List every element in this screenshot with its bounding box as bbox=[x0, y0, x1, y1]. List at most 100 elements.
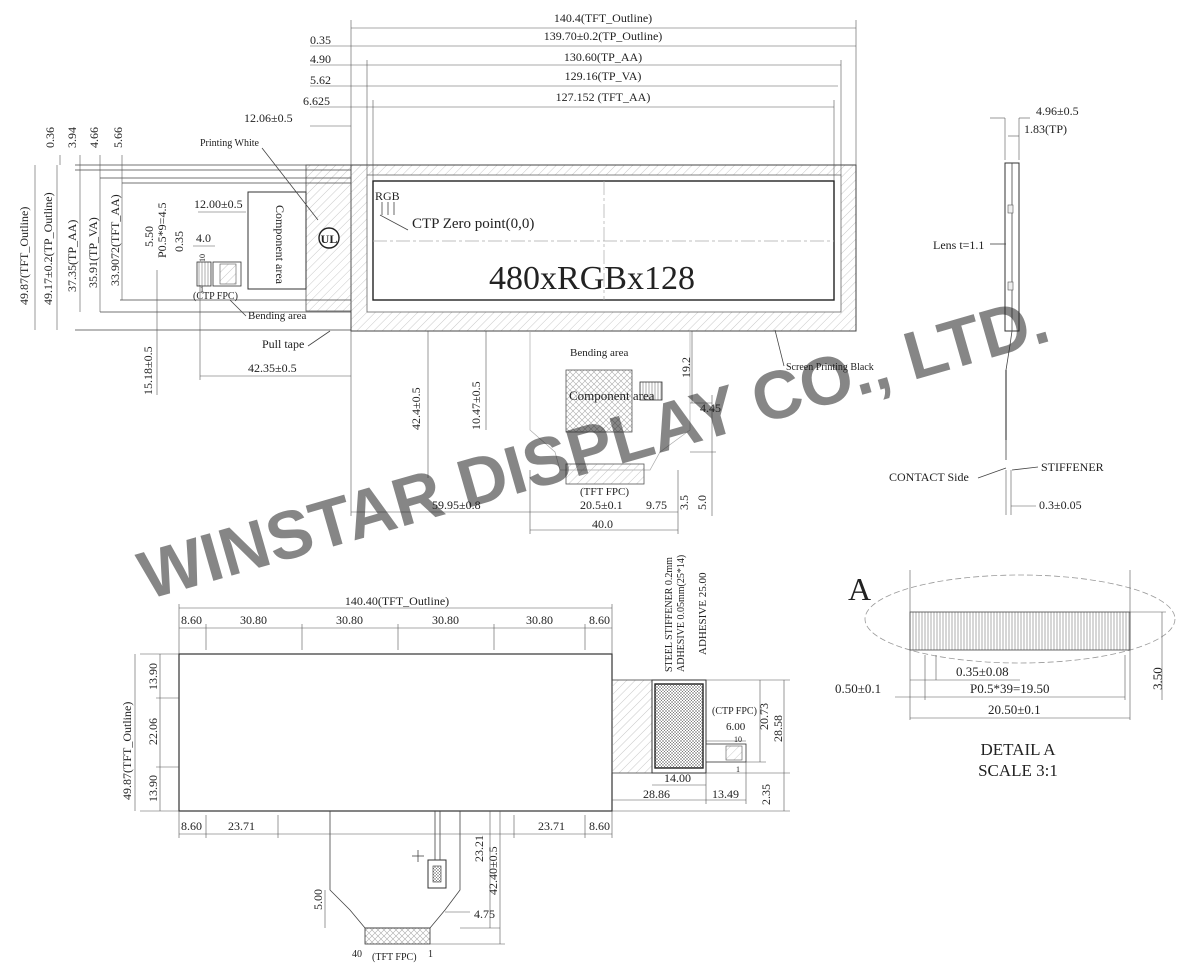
dim-v-tft-outline: 49.87(TFT_Outline) bbox=[17, 207, 31, 305]
dim-top-seg-5: 30.80 bbox=[526, 613, 553, 627]
dim-5995: 59.95±0.8 bbox=[432, 498, 481, 512]
dim-235: 2.35 bbox=[759, 784, 773, 805]
label-tft-fpc-back: (TFT FPC) bbox=[372, 952, 417, 963]
dim-400: 40.0 bbox=[592, 517, 613, 531]
dim-top-seg-2: 30.80 bbox=[240, 613, 267, 627]
detail-title: DETAIL A bbox=[981, 740, 1057, 759]
dim-036: 0.36 bbox=[43, 127, 57, 148]
pin-10-front: 10 bbox=[198, 254, 207, 262]
dim-v-tp-outline: 49.17±0.2(TP_Outline) bbox=[41, 192, 55, 305]
dim-tp-outline: 139.70±0.2(TP_Outline) bbox=[544, 29, 663, 43]
label-component-area: Component area bbox=[273, 205, 287, 285]
pin-1b-back: 1 bbox=[428, 949, 433, 960]
dim-tft-aa: 127.152 (TFT_AA) bbox=[556, 90, 651, 104]
dim-top-seg-6: 8.60 bbox=[589, 613, 610, 627]
dim-bottom-seg-3: 23.71 bbox=[538, 819, 565, 833]
label-stiffener: STIFFENER bbox=[1041, 460, 1104, 474]
label-bending-area-2: Bending area bbox=[570, 347, 628, 359]
ul-logo bbox=[318, 227, 340, 249]
dim-600: 6.00 bbox=[726, 721, 746, 733]
detail-dim-2050: 20.50±0.1 bbox=[988, 702, 1041, 717]
detail-dim-050: 0.50±0.1 bbox=[835, 681, 881, 696]
label-tft-fpc: (TFT FPC) bbox=[580, 486, 629, 498]
label-resolution: 480xRGBx128 bbox=[489, 260, 695, 297]
pin-1-back: 1 bbox=[736, 765, 740, 774]
dim-496: 4.96±0.5 bbox=[1036, 104, 1079, 118]
label-bending-area: Bending area bbox=[248, 310, 306, 322]
dim-35: 3.5 bbox=[677, 495, 691, 510]
label-adhesive: ADHESIVE 25.00 bbox=[697, 572, 709, 655]
dim-1349: 13.49 bbox=[712, 787, 739, 801]
dim-035: 0.35 bbox=[310, 33, 331, 47]
dim-1047: 10.47±0.5 bbox=[469, 381, 483, 430]
dim-2073: 20.73 bbox=[757, 703, 771, 730]
dim-top-seg-4: 30.80 bbox=[432, 613, 459, 627]
dim-top-seg-1: 8.60 bbox=[181, 613, 202, 627]
label-adhesive-small: ADHESIVE 0.05mm(25*14) bbox=[676, 555, 687, 672]
dim-p05: P0.5*9=4.5 bbox=[155, 203, 169, 258]
dim-v-tp-aa: 37.35(TP_AA) bbox=[65, 220, 79, 292]
dim-left-seg-2: 22.06 bbox=[146, 718, 160, 745]
dim-424: 42.4±0.5 bbox=[409, 387, 423, 430]
dim-394: 3.94 bbox=[65, 127, 79, 148]
front-view: UL 140.4(TFT_Outline) 139.70±0.2(TP_Outl… bbox=[17, 11, 874, 534]
steel-stiffener bbox=[654, 683, 704, 769]
detail-dim-350: 3.50 bbox=[1150, 667, 1165, 690]
dim-50: 5.0 bbox=[695, 495, 709, 510]
label-component-area-2: Component area bbox=[569, 388, 655, 403]
label-rgb: RGB bbox=[375, 189, 400, 203]
label-lens: Lens t=1.1 bbox=[933, 238, 984, 252]
dim-v-tft-aa: 33.9072(TFT_AA) bbox=[108, 194, 122, 286]
label-steel-stiffener: STEEL STIFFENER 0.2mm bbox=[664, 557, 675, 672]
dim-475: 4.75 bbox=[474, 907, 495, 921]
dim-1518: 15.18±0.5 bbox=[141, 346, 155, 395]
dim-bottom-seg-1: 8.60 bbox=[181, 819, 202, 833]
label-screen-printing: Screen Printing Black bbox=[786, 362, 874, 373]
pin-1-front: 1 bbox=[200, 285, 204, 294]
pin-40-back: 40 bbox=[352, 949, 362, 960]
dim-192: 19.2 bbox=[679, 357, 693, 378]
component-area-box bbox=[247, 191, 307, 290]
label-printing-white: Printing White bbox=[200, 138, 260, 149]
dim-bottom-seg-4: 8.60 bbox=[589, 819, 610, 833]
label-pull-tape: Pull tape bbox=[262, 337, 304, 351]
dim-445: 4.45 bbox=[700, 401, 721, 415]
tft-fpc-outline bbox=[529, 331, 691, 485]
dim-035b: 0.35 bbox=[172, 231, 186, 252]
dim-4240: 42.40±0.5 bbox=[486, 846, 500, 895]
detail-dim-p05: P0.5*39=19.50 bbox=[970, 681, 1050, 696]
dim-left-seg-3: 13.90 bbox=[146, 775, 160, 802]
dim-550: 5.50 bbox=[142, 226, 156, 247]
dim-back-width: 140.40(TFT_Outline) bbox=[345, 594, 449, 608]
dim-left-total: 49.87(TFT_Outline) bbox=[120, 702, 134, 800]
dim-4235: 42.35±0.5 bbox=[248, 361, 297, 375]
tft-active-area bbox=[372, 180, 835, 301]
dim-6625: 6.625 bbox=[303, 94, 330, 108]
dim-left-seg-1: 13.90 bbox=[146, 663, 160, 690]
svg-text:UL: UL bbox=[321, 232, 338, 246]
dim-490: 4.90 bbox=[310, 52, 331, 66]
dim-top-seg-3: 30.80 bbox=[336, 613, 363, 627]
dim-40: 4.0 bbox=[196, 231, 211, 245]
dim-2321: 23.21 bbox=[472, 835, 486, 862]
side-view: 4.96±0.5 1.83(TP) Lens t=1.1 CONTACT Sid… bbox=[889, 104, 1104, 515]
label-ctp-fpc-back: (CTP FPC) bbox=[712, 706, 757, 717]
dim-500: 5.00 bbox=[311, 889, 325, 910]
detail-scale: SCALE 3:1 bbox=[978, 761, 1058, 780]
dim-562: 5.62 bbox=[310, 73, 331, 87]
dim-183: 1.83(TP) bbox=[1024, 122, 1067, 136]
dim-1400: 14.00 bbox=[664, 771, 691, 785]
dim-1200: 12.00±0.5 bbox=[194, 197, 243, 211]
back-view: 140.40(TFT_Outline) 8.60 30.80 30.80 30.… bbox=[120, 555, 790, 963]
detail-a: A 0.35±0.08 P0.5*39=19.50 0.50±0.1 20.50… bbox=[835, 570, 1176, 780]
dim-bottom-seg-2: 23.71 bbox=[228, 819, 255, 833]
dim-03: 0.3±0.05 bbox=[1039, 498, 1082, 512]
back-panel bbox=[178, 653, 613, 812]
label-ctp-fpc: (CTP FPC) bbox=[193, 291, 238, 302]
ctp-fpc-contacts bbox=[196, 261, 212, 287]
dim-566: 5.66 bbox=[111, 127, 125, 148]
dim-1206: 12.06±0.5 bbox=[244, 111, 293, 125]
tft-fpc-contacts-back bbox=[364, 927, 431, 945]
dim-975: 9.75 bbox=[646, 498, 667, 512]
